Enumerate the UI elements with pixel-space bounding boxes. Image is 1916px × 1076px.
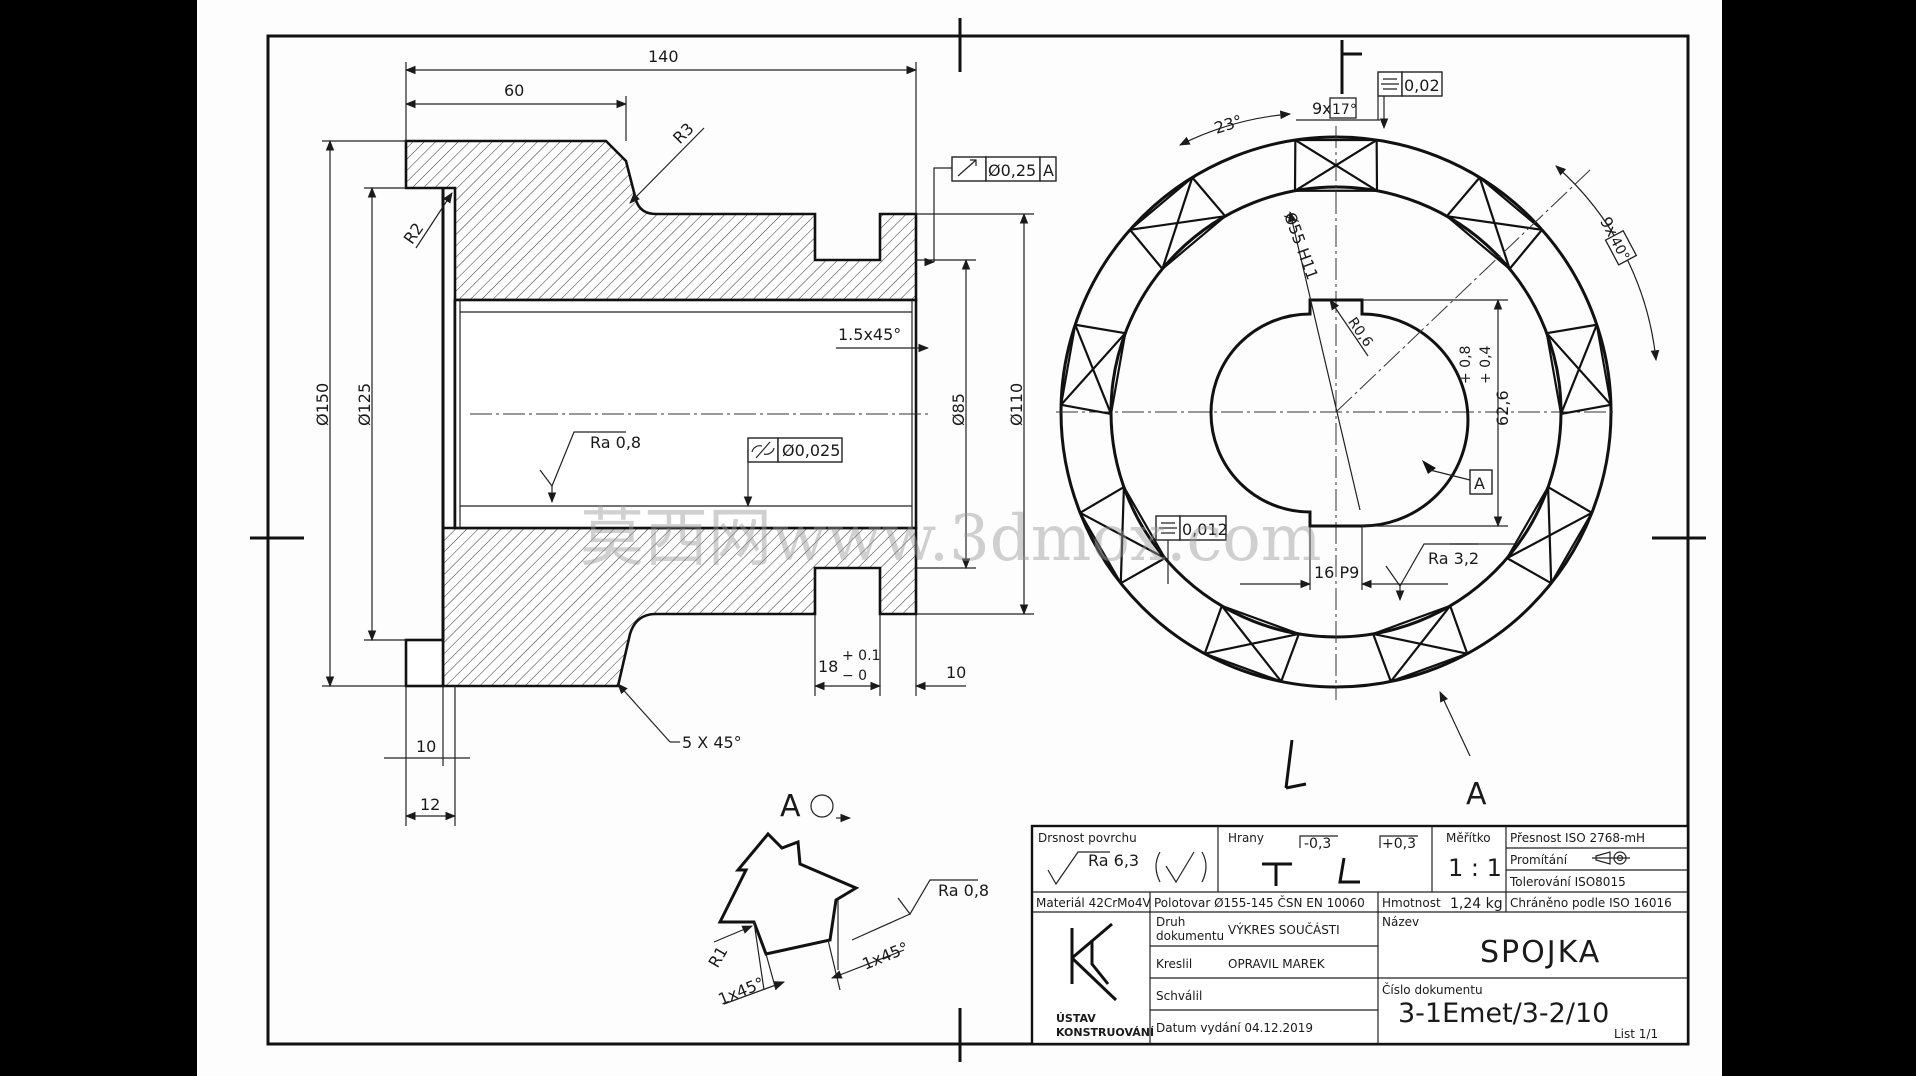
tb-scale-label: Měřítko xyxy=(1446,831,1491,845)
symmetry-frame-top: 0,02 xyxy=(1340,40,1443,120)
tb-edge-plus: +0,3 xyxy=(1382,836,1416,852)
tb-doc-no-value: 3-1Emet/3-2/10 xyxy=(1398,998,1609,1029)
tooth xyxy=(1445,176,1543,270)
svg-text:Ra 3,2: Ra 3,2 xyxy=(1428,549,1479,568)
front-view xyxy=(1056,126,1616,700)
section-cut-mark xyxy=(1284,739,1307,790)
svg-text:A: A xyxy=(1043,161,1054,180)
dim-groove-tol-lower: − 0 xyxy=(842,668,867,684)
dim-dia125: Ø125 xyxy=(355,383,374,426)
svg-text:Ø0,025: Ø0,025 xyxy=(782,441,840,460)
title-block: Drsnost povrchu Ra 6,3 Hrany -0,3 +0,3 M… xyxy=(1030,824,1690,1046)
dim-groove-18: 18 xyxy=(818,657,838,676)
dim-chamfer-5: 5 X 45° xyxy=(682,733,742,752)
svg-text:KONSTRUOVÁNÍ: KONSTRUOVÁNÍ xyxy=(1056,1026,1154,1039)
tb-scale-value: 1 : 1 xyxy=(1448,854,1502,882)
tooth xyxy=(1293,138,1379,192)
tooth xyxy=(1203,604,1300,683)
dim-count-17-value: 17° xyxy=(1332,102,1357,118)
watermark: 莫西网www.3dmox.com xyxy=(580,502,1322,576)
dim-keyway-tol-lower: + 0,4 xyxy=(1478,345,1494,384)
tb-material: Materiál 42CrMo4V xyxy=(1036,896,1151,910)
dim-chamfer-1-5: 1.5x45° xyxy=(838,325,901,344)
section-dimensions xyxy=(322,62,1034,826)
runout-frame: Ø0,25 A xyxy=(933,156,1057,262)
tb-name-label: Název xyxy=(1382,915,1419,929)
dim-dia85: Ø85 xyxy=(949,393,968,426)
dim-keyway-width: 16 P9 xyxy=(1314,563,1359,582)
tb-name-value: SPOJKA xyxy=(1480,935,1601,970)
teeth xyxy=(1060,138,1612,683)
tb-accuracy: Přesnost ISO 2768-mH xyxy=(1510,831,1645,845)
view-arrow-a-label: A xyxy=(1466,777,1487,812)
svg-text:Ra 0,8: Ra 0,8 xyxy=(590,433,641,452)
dim-keyway-tol-upper: + 0,8 xyxy=(1458,346,1474,384)
svg-text:0,012: 0,012 xyxy=(1182,520,1228,539)
tooth xyxy=(1079,486,1166,585)
detail-view-label: A xyxy=(780,789,801,824)
svg-text:0,02: 0,02 xyxy=(1404,76,1440,95)
tb-doc-type-label-2: dokumentu xyxy=(1156,929,1224,943)
section-view xyxy=(404,139,930,688)
dim-keyway-depth: 62,6 xyxy=(1493,390,1512,426)
datum-a: A xyxy=(1422,460,1493,495)
svg-text:A: A xyxy=(1474,474,1485,493)
tb-edge-minus: -0,3 xyxy=(1304,836,1331,852)
symmetry-frame-bottom: 0,012 xyxy=(1155,515,1228,584)
svg-text:ÚSTAV: ÚSTAV xyxy=(1056,1012,1096,1025)
tooth xyxy=(1129,176,1227,270)
tb-sheet: List 1/1 xyxy=(1614,1027,1658,1041)
centering-marks xyxy=(250,18,1706,1062)
tb-drawn-value: OPRAVIL MAREK xyxy=(1228,957,1326,971)
tb-issue-date: Datum vydání 04.12.2019 xyxy=(1156,1021,1313,1035)
surface-roughness-bore: Ra 0,8 xyxy=(539,431,641,504)
dim-count-17-prefix: 9x xyxy=(1312,99,1332,118)
tb-mass-value: 1,24 kg xyxy=(1450,896,1503,912)
section-lower-half xyxy=(441,526,918,688)
tb-mass-label: Hmotnost xyxy=(1382,896,1441,910)
tooth xyxy=(1506,486,1593,585)
tb-tolerancing: Tolerování ISO8015 xyxy=(1509,875,1626,889)
surface-roughness-keyway: Ra 3,2 xyxy=(1385,543,1479,602)
svg-text:Ø0,25: Ø0,25 xyxy=(988,161,1036,180)
tb-edges-label: Hrany xyxy=(1228,831,1264,845)
tooth xyxy=(1372,604,1469,683)
cylindricity-frame: Ø0,025 xyxy=(743,437,843,508)
tb-doc-no-label: Číslo dokumentu xyxy=(1382,982,1483,997)
drawing-frame xyxy=(266,34,1690,1046)
tb-roughness-label: Drsnost povrchu xyxy=(1038,831,1137,845)
projection-symbol-icon xyxy=(1592,851,1630,865)
dim-12: 12 xyxy=(420,795,440,814)
institute-logo: ÚSTAV KONSTRUOVÁNÍ xyxy=(1056,922,1154,1039)
section-dimension-labels: 140 60 R3 R2 Ø150 Ø125 Ø85 Ø110 1.5x45° … xyxy=(313,47,1026,814)
dim-10-bottom: 10 xyxy=(416,737,436,756)
dim-10-right: 10 xyxy=(946,663,966,682)
tb-roughness-value: Ra 6,3 xyxy=(1088,851,1139,870)
detail-ra: Ra 0,8 xyxy=(938,881,989,900)
tb-projection: Promítání xyxy=(1510,853,1568,867)
dim-dia150: Ø150 xyxy=(313,383,332,426)
dim-groove-tol-upper: + 0.1 xyxy=(842,648,880,664)
tb-protected: Chráněno podle ISO 16016 xyxy=(1510,896,1672,910)
dim-dia110: Ø110 xyxy=(1007,383,1026,426)
tb-approved-label: Schválil xyxy=(1156,989,1202,1003)
dim-60: 60 xyxy=(504,81,524,100)
view-arrow-a: A xyxy=(1439,691,1487,812)
tb-drawn-label: Kreslil xyxy=(1156,957,1192,971)
dim-140: 140 xyxy=(648,47,679,66)
flange-lower-step xyxy=(404,638,445,688)
tb-doc-type-label-1: Druh xyxy=(1156,915,1185,929)
tooth xyxy=(1060,323,1127,416)
tb-doc-type-value: VÝKRES SOUČÁSTI xyxy=(1228,922,1340,937)
tb-semi-product: Polotovar Ø155-145 ČSN EN 10060 xyxy=(1154,895,1365,910)
